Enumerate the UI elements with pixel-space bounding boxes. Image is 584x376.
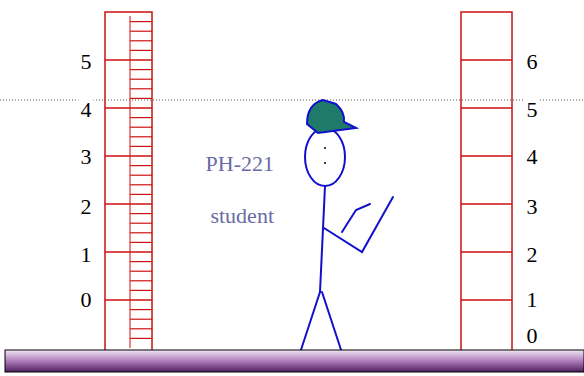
scale-number: 1 [525, 288, 540, 312]
minor-tick [130, 117, 152, 118]
scale-number: 0 [79, 288, 94, 312]
unit-line [461, 155, 512, 157]
minor-tick [130, 21, 152, 22]
minor-tick [130, 290, 152, 291]
unit-line [461, 59, 512, 61]
minor-tick [130, 309, 152, 310]
minor-tick [130, 40, 152, 41]
minor-tick [130, 69, 152, 70]
figure-label: PH-221 student [182, 138, 274, 242]
scale-number: 3 [79, 145, 94, 169]
minor-tick [130, 175, 152, 176]
minor-tick [130, 232, 152, 233]
minor-tick [130, 88, 152, 89]
minor-tick [130, 136, 152, 137]
scale-number: 2 [79, 195, 94, 219]
scale-number: 5 [79, 50, 94, 74]
right-ruler [461, 12, 512, 352]
major-tick [105, 155, 152, 157]
minor-tick [130, 184, 152, 185]
minor-tick [130, 213, 152, 214]
minor-tick [130, 165, 152, 166]
arm [324, 197, 393, 252]
scale-number: 2 [525, 243, 540, 267]
minor-tick [130, 280, 152, 281]
scale-number: 4 [79, 98, 94, 122]
minor-tick [130, 79, 152, 80]
minor-tick [130, 50, 152, 51]
scale-number: 4 [525, 145, 540, 169]
student-figure [297, 100, 393, 362]
unit-line [461, 251, 512, 253]
arm [342, 204, 370, 232]
unit-line [461, 203, 512, 205]
minor-tick [130, 319, 152, 320]
major-tick [105, 251, 152, 253]
eye [324, 162, 326, 164]
major-tick [105, 203, 152, 205]
scale-number: 6 [525, 50, 540, 74]
tick-guide [130, 16, 131, 348]
ruler-outline [105, 12, 152, 352]
scale-number: 0 [525, 324, 540, 348]
body [320, 186, 325, 292]
scale-number: 5 [525, 98, 540, 122]
minor-tick [130, 271, 152, 272]
scale-number: 3 [525, 195, 540, 219]
major-tick [105, 107, 152, 109]
minor-tick [130, 98, 152, 99]
minor-tick [130, 31, 152, 32]
minor-tick [130, 261, 152, 262]
minor-tick [130, 146, 152, 147]
unit-line [461, 299, 512, 301]
head [305, 128, 345, 186]
minor-tick [130, 194, 152, 195]
eye [324, 147, 326, 149]
cap [307, 100, 356, 133]
floor [5, 350, 584, 372]
minor-tick [130, 223, 152, 224]
minor-tick [130, 242, 152, 243]
ruler-outline [461, 12, 512, 352]
scale-number: 1 [79, 243, 94, 267]
minor-tick [130, 328, 152, 329]
minor-tick [130, 127, 152, 128]
major-tick [105, 59, 152, 61]
unit-line [461, 107, 512, 109]
left-ruler [105, 12, 152, 352]
minor-tick [130, 338, 152, 339]
major-tick [105, 299, 152, 301]
